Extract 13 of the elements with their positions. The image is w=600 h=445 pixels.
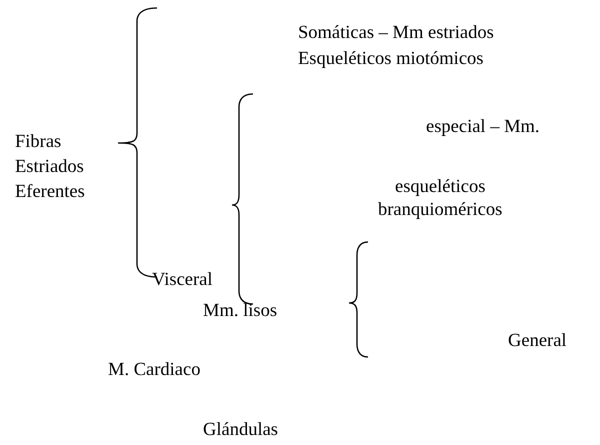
label-text: Eferentes xyxy=(15,181,85,203)
label-text: esqueléticos xyxy=(395,176,486,198)
label-text: Glándulas xyxy=(203,419,278,441)
label-text: M. Cardiaco xyxy=(108,359,200,381)
label-text: Estriados xyxy=(15,156,84,178)
label-text: Visceral xyxy=(152,269,213,291)
label-text: Somáticas – Mm estriados xyxy=(298,22,494,44)
label-text: Fibras xyxy=(15,131,62,153)
label-text: especial – Mm. xyxy=(426,116,540,138)
label-text: Esqueléticos miotómicos xyxy=(298,48,484,70)
label-text: General xyxy=(508,330,567,352)
label-text: branquioméricos xyxy=(378,199,502,221)
label-text: Mm. lisos xyxy=(203,300,278,322)
